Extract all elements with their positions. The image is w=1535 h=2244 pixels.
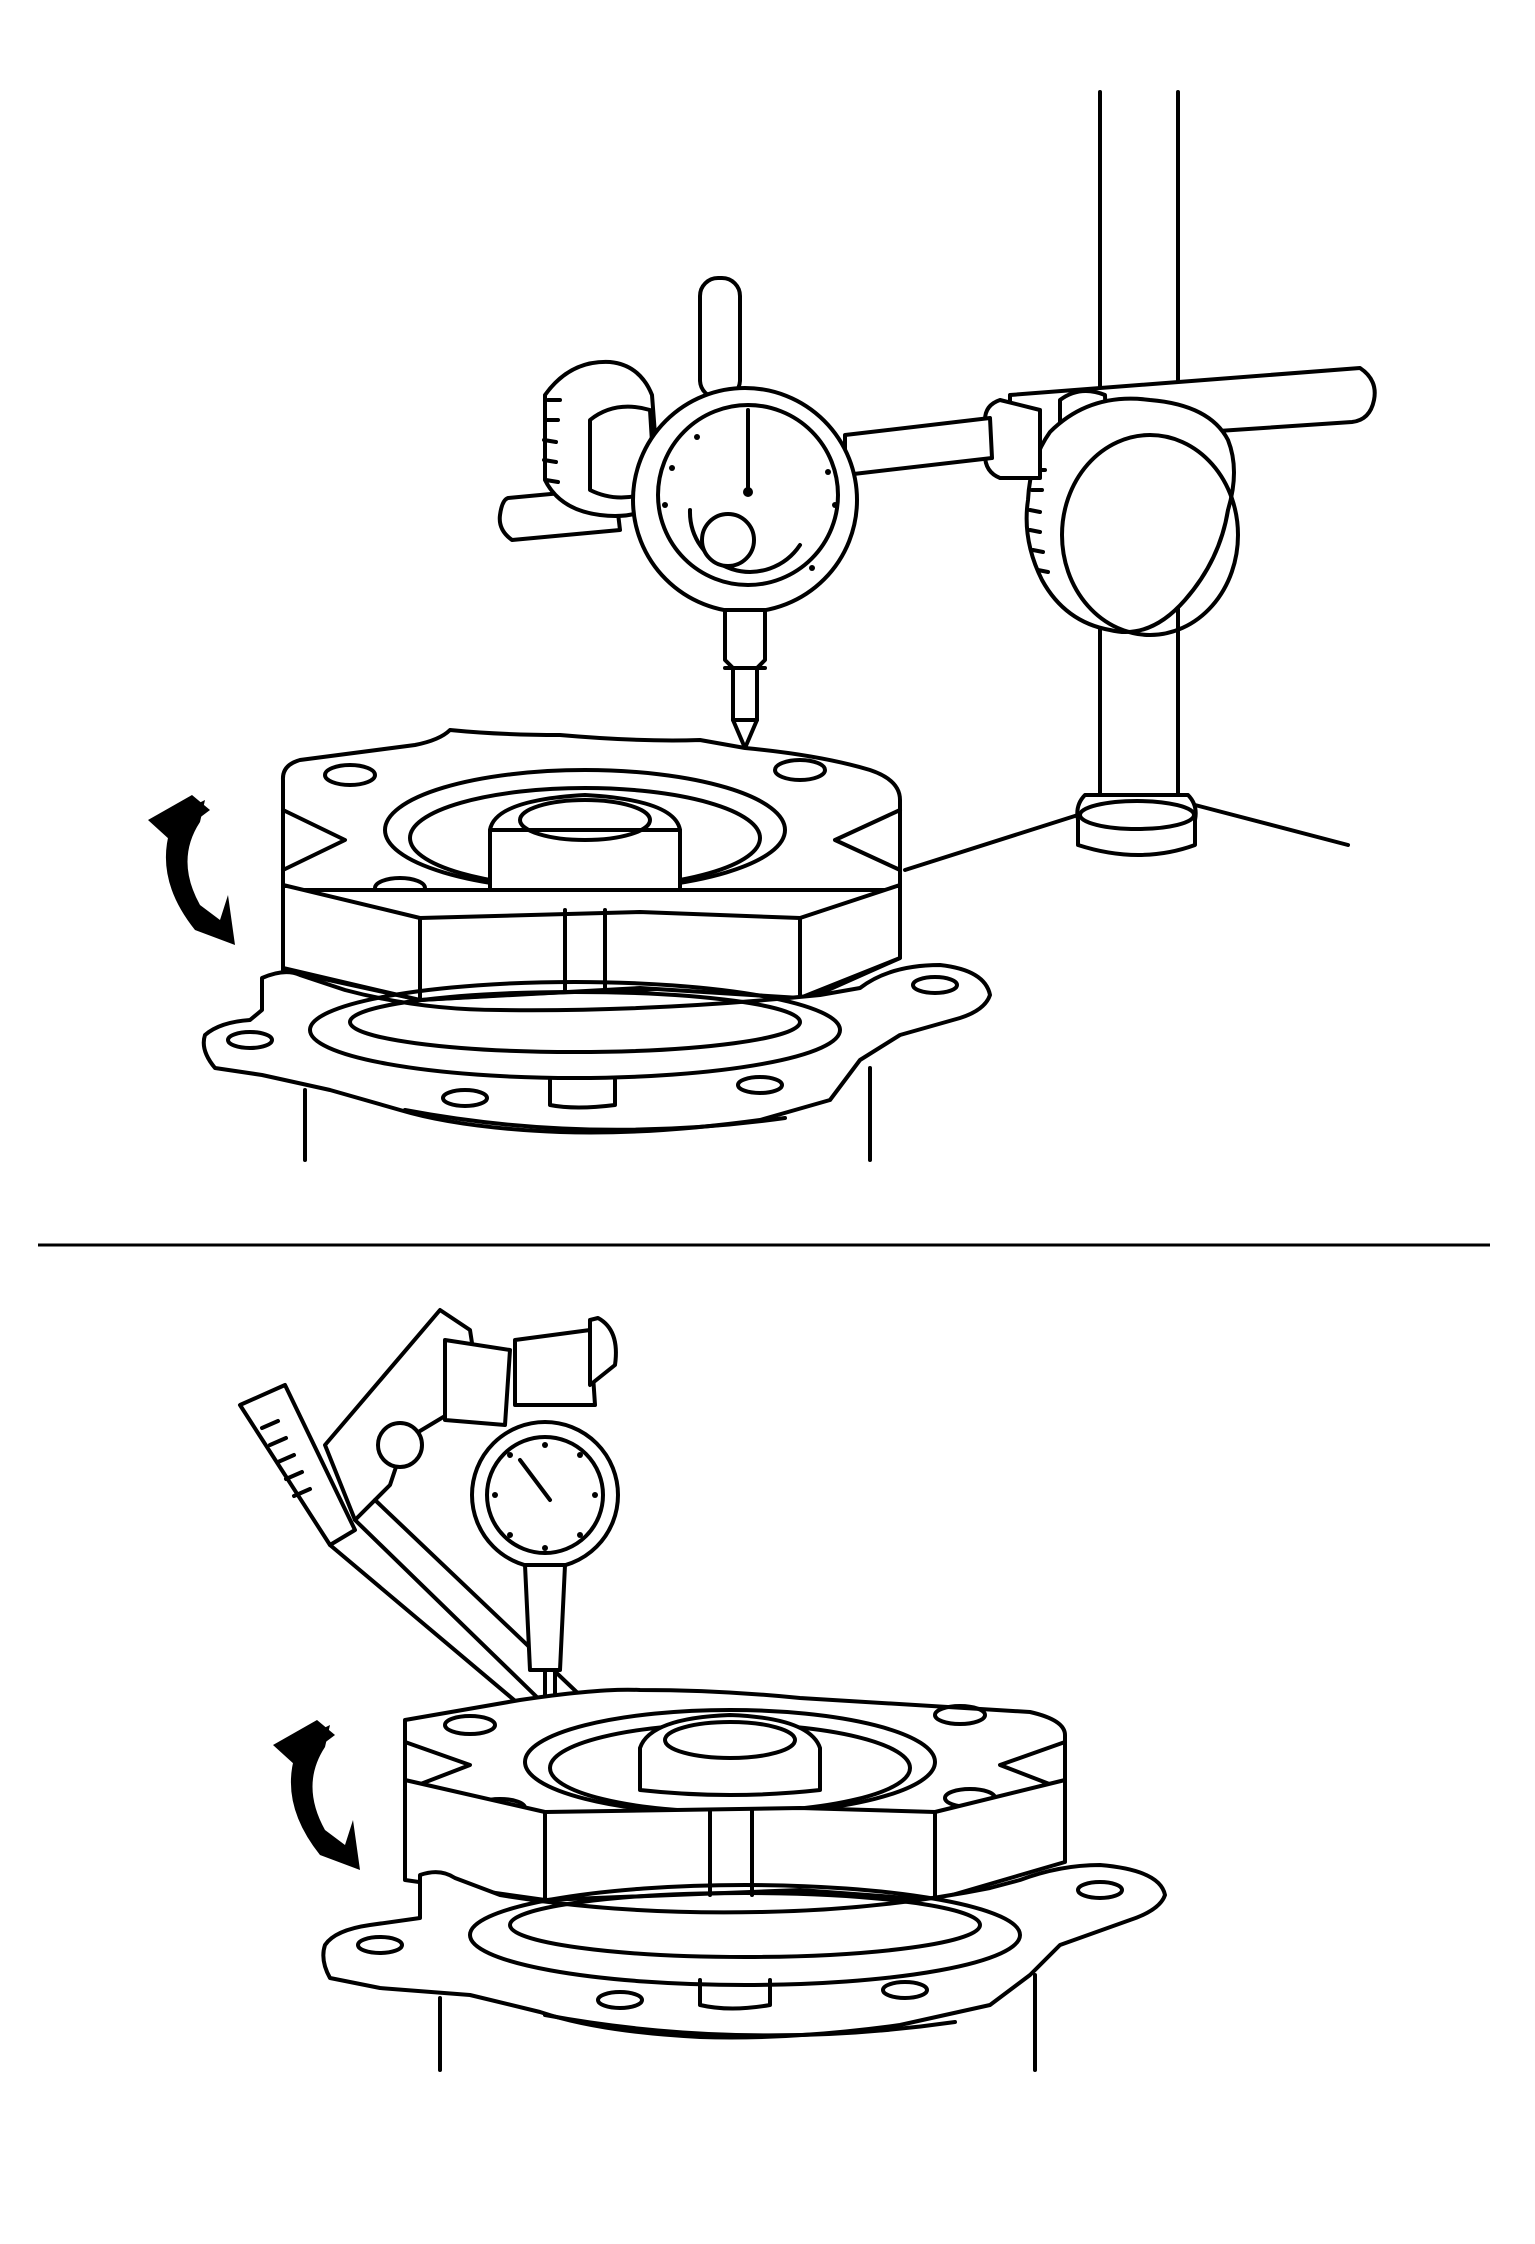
base-housing: [201, 963, 992, 1162]
adjust-knob-icon: [542, 359, 662, 518]
clamp-knob-icon: [1024, 389, 1240, 637]
spacer-block: [281, 883, 902, 1002]
dial-indicator-lower-icon: [470, 1420, 620, 1732]
bottom-panel: [238, 1308, 1167, 2072]
rotation-arrow-icon: [148, 795, 235, 945]
stand-base: [903, 793, 1350, 872]
center-hub-lower: [638, 1713, 822, 1797]
rotation-arrow-lower-icon: [273, 1720, 360, 1870]
arm-bracket: [238, 1308, 618, 1547]
top-panel: [148, 90, 1377, 1162]
base-housing-lower: [321, 1863, 1167, 2072]
center-hub: [488, 793, 682, 905]
dial-indicator-icon: [631, 276, 859, 750]
